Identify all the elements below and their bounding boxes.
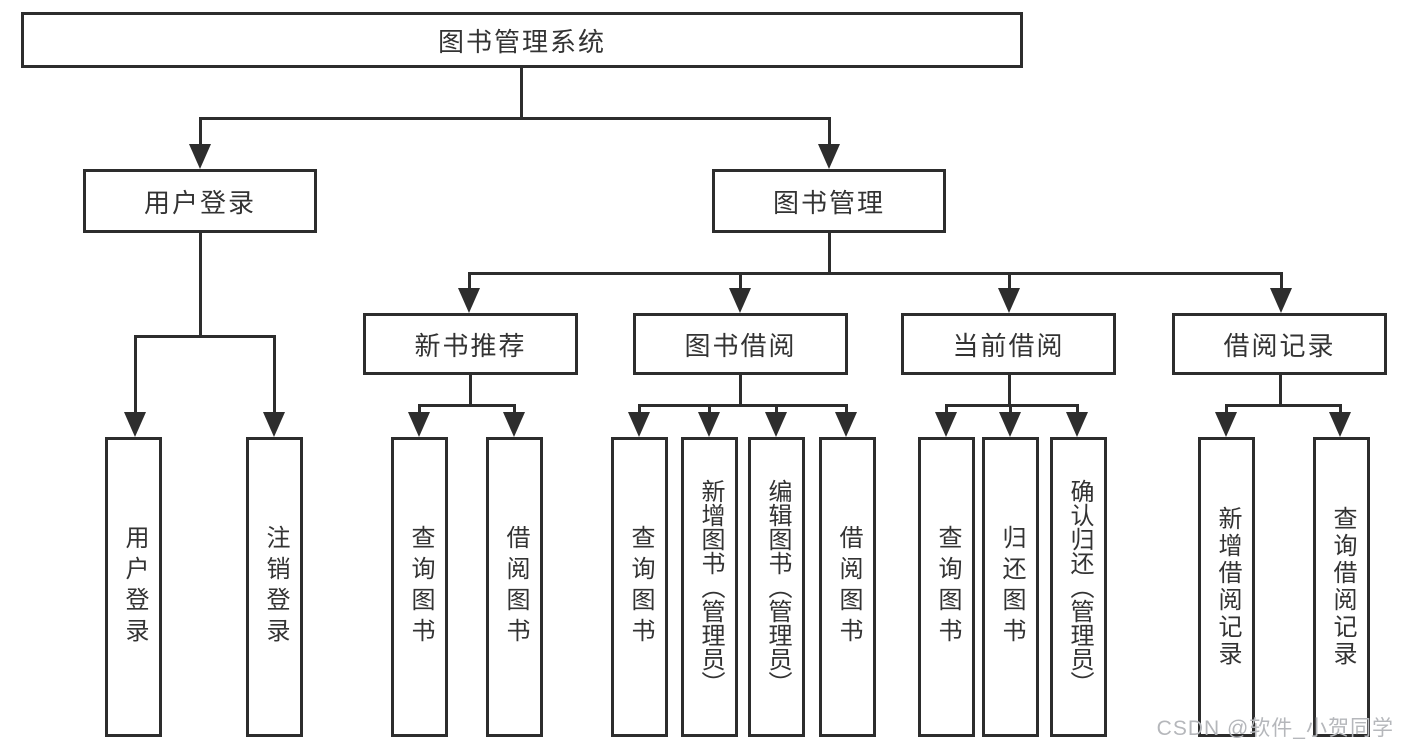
- node-user-login: 用户登录: [83, 169, 317, 233]
- connector-line: [845, 404, 848, 416]
- leaf-confirm-return-admin: 确认归还（管理员）: [1050, 437, 1107, 737]
- arrowhead: [408, 412, 430, 437]
- leaf-borrow-books: 借阅图书: [819, 437, 876, 737]
- connector-line: [1225, 404, 1342, 407]
- leaf-return-book: 归还图书: [982, 437, 1039, 737]
- connector-line: [469, 375, 472, 407]
- leaf-borrow-books-recommend-label: 借阅图书: [501, 525, 529, 649]
- watermark: CSDN @软件_小贺同学: [1156, 717, 1394, 740]
- connector-line: [1008, 375, 1011, 407]
- leaf-query-books-current: 查询图书: [918, 437, 975, 737]
- arrowhead: [1270, 288, 1292, 313]
- connector-line: [1008, 272, 1011, 290]
- node-root-label: 图书管理系统: [437, 26, 606, 57]
- arrowhead: [698, 412, 720, 437]
- connector-line: [775, 404, 778, 416]
- leaf-edit-book-admin: 编辑图书（管理员）: [748, 437, 805, 737]
- leaf-user-login: 用户登录: [105, 437, 162, 737]
- connector-line: [1339, 404, 1342, 416]
- connector-line: [945, 404, 948, 416]
- leaf-edit-book-admin-label: 编辑图书（管理员）: [763, 479, 791, 695]
- connector-line: [199, 117, 831, 120]
- connector-line: [520, 68, 523, 118]
- leaf-query-books-recommend: 查询图书: [391, 437, 448, 737]
- leaf-borrow-books-recommend: 借阅图书: [486, 437, 543, 737]
- leaf-logout: 注销登录: [246, 437, 303, 737]
- node-book-management: 图书管理: [712, 169, 946, 233]
- leaf-add-borrow-record-label: 新增借阅记录: [1213, 506, 1241, 668]
- arrowhead: [729, 288, 751, 313]
- node-book-borrow: 图书借阅: [633, 313, 848, 375]
- connector-line: [513, 404, 516, 416]
- connector-line: [828, 117, 831, 145]
- leaf-add-book-admin-label: 新增图书（管理员）: [696, 479, 724, 695]
- arrowhead: [1215, 412, 1237, 437]
- connector-line: [1076, 404, 1079, 416]
- arrowhead: [628, 412, 650, 437]
- arrowhead: [503, 412, 525, 437]
- leaf-query-books-borrow-label: 查询图书: [626, 525, 654, 649]
- arrowhead: [1329, 412, 1351, 437]
- connector-line: [739, 375, 742, 407]
- arrowhead: [818, 144, 840, 169]
- connector-line: [828, 233, 831, 275]
- leaf-add-borrow-record: 新增借阅记录: [1198, 437, 1255, 737]
- arrowhead: [835, 412, 857, 437]
- node-current-borrow: 当前借阅: [901, 313, 1116, 375]
- connector-line: [638, 404, 848, 407]
- node-borrow-records: 借阅记录: [1172, 313, 1387, 375]
- connector-line: [638, 404, 641, 416]
- leaf-logout-label: 注销登录: [261, 525, 289, 649]
- leaf-borrow-books-label: 借阅图书: [834, 525, 862, 649]
- arrowhead: [998, 288, 1020, 313]
- leaf-query-books-borrow: 查询图书: [611, 437, 668, 737]
- connector-line: [134, 335, 276, 338]
- node-root: 图书管理系统: [21, 12, 1023, 68]
- connector-line: [273, 335, 276, 413]
- node-new-book-recommend: 新书推荐: [363, 313, 578, 375]
- leaf-query-borrow-record-label: 查询借阅记录: [1328, 506, 1356, 668]
- node-current-borrow-label: 当前借阅: [952, 330, 1065, 361]
- arrowhead: [1066, 412, 1088, 437]
- connector-line: [945, 404, 1079, 407]
- node-book-borrow-label: 图书借阅: [684, 330, 797, 361]
- connector-line: [134, 335, 137, 413]
- arrowhead: [124, 412, 146, 437]
- connector-line: [468, 272, 1283, 275]
- connector-line: [199, 233, 202, 337]
- connector-line: [739, 272, 742, 290]
- arrowhead: [935, 412, 957, 437]
- connector-line: [1279, 375, 1282, 407]
- leaf-query-books-current-label: 查询图书: [933, 525, 961, 649]
- arrowhead: [765, 412, 787, 437]
- connector-line: [418, 404, 516, 407]
- leaf-user-login-label: 用户登录: [120, 525, 148, 649]
- node-book-management-label: 图书管理: [772, 187, 885, 218]
- connector-line: [1280, 272, 1283, 290]
- leaf-add-book-admin: 新增图书（管理员）: [681, 437, 738, 737]
- leaf-query-books-recommend-label: 查询图书: [406, 525, 434, 649]
- arrowhead: [189, 144, 211, 169]
- connector-line: [1225, 404, 1228, 416]
- leaf-confirm-return-admin-label: 确认归还（管理员）: [1065, 479, 1093, 695]
- connector-line: [418, 404, 421, 416]
- node-borrow-records-label: 借阅记录: [1223, 330, 1336, 361]
- arrowhead: [458, 288, 480, 313]
- connector-line: [708, 404, 711, 416]
- arrowhead: [263, 412, 285, 437]
- node-user-login-label: 用户登录: [143, 187, 256, 218]
- connector-line: [199, 117, 202, 145]
- arrowhead: [999, 412, 1021, 437]
- node-new-book-recommend-label: 新书推荐: [414, 330, 527, 361]
- leaf-return-book-label: 归还图书: [997, 525, 1025, 649]
- connector-line: [1009, 404, 1012, 416]
- connector-line: [468, 272, 471, 290]
- leaf-query-borrow-record: 查询借阅记录: [1313, 437, 1370, 737]
